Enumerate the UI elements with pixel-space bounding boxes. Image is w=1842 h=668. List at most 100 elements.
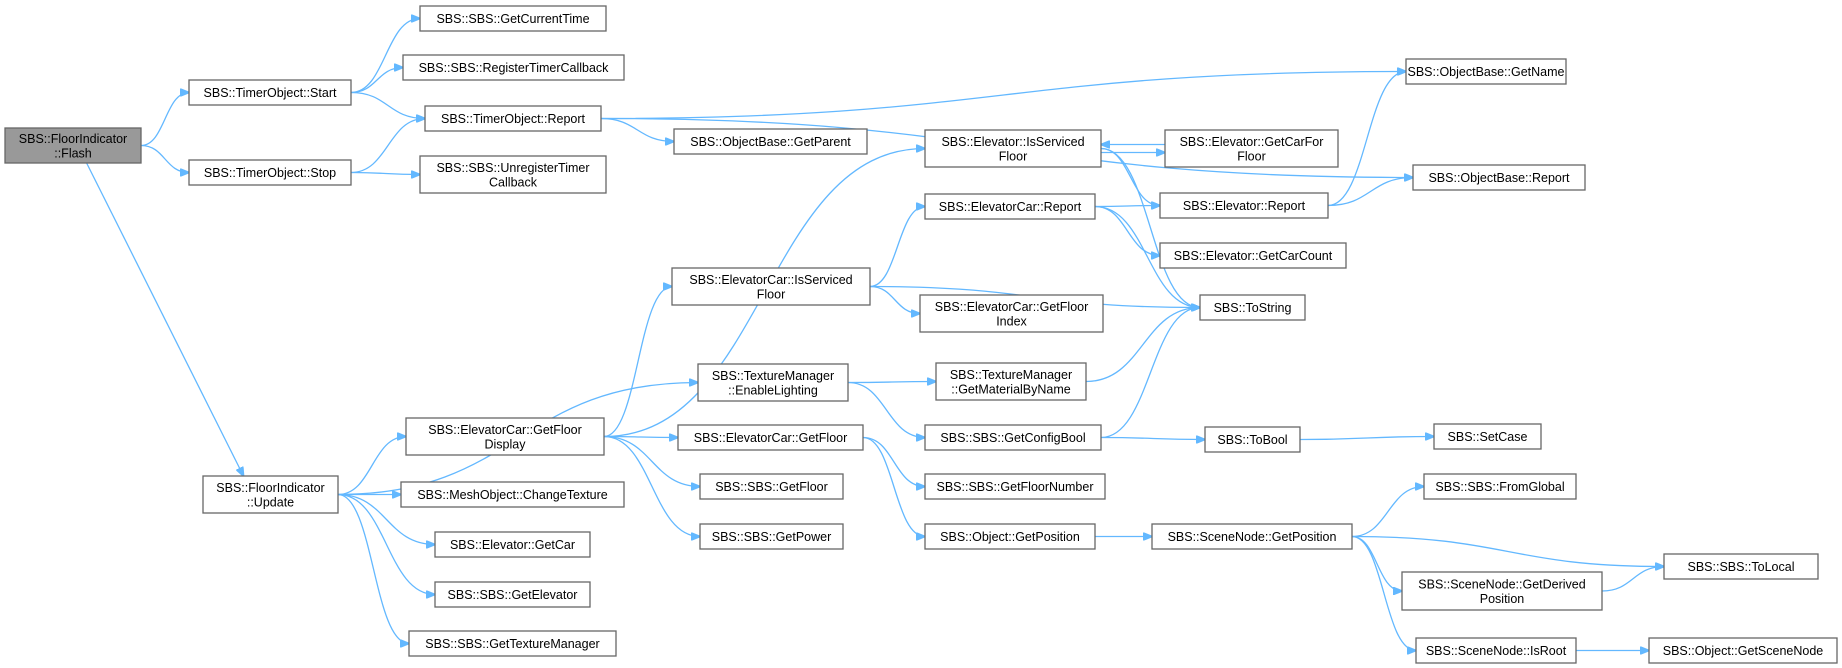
node-label: ::Flash bbox=[54, 146, 92, 160]
node-label: SBS::TimerObject::Start bbox=[204, 86, 337, 100]
node-label: SBS::ElevatorCar::GetFloor bbox=[694, 431, 848, 445]
node-ob-get-parent[interactable]: SBS::ObjectBase::GetParent bbox=[673, 128, 868, 155]
node-get-current-time[interactable]: SBS::SBS::GetCurrentTime bbox=[419, 5, 607, 32]
node-sbs-get-elevator[interactable]: SBS::SBS::GetElevator bbox=[434, 581, 591, 608]
edge-fi-update-to-sbs-get-elevator bbox=[337, 493, 435, 595]
edge-timer-start-to-timer-report bbox=[350, 91, 425, 119]
node-register-timer[interactable]: SBS::SBS::RegisterTimerCallback bbox=[402, 54, 625, 81]
node-box bbox=[408, 630, 617, 657]
node-timer-report[interactable]: SBS::TimerObject::Report bbox=[424, 105, 602, 132]
node-box bbox=[924, 424, 1102, 451]
node-label: SBS::FloorIndicator bbox=[19, 132, 127, 146]
node-box bbox=[434, 531, 591, 558]
node-label: SBS::SBS::GetFloor bbox=[715, 480, 828, 494]
node-label: SBS::ToString bbox=[1214, 301, 1292, 315]
node-box bbox=[202, 475, 339, 514]
node-box bbox=[1199, 294, 1306, 321]
node-box bbox=[924, 473, 1106, 500]
node-el-report[interactable]: SBS::Elevator::Report bbox=[1159, 192, 1329, 219]
node-label: SBS::Elevator::IsServiced bbox=[941, 135, 1084, 149]
edge-ec-is-serviced-to-ec-get-floor-index bbox=[869, 285, 920, 314]
node-label: ::Update bbox=[247, 495, 294, 509]
node-sn-get-position[interactable]: SBS::SceneNode::GetPosition bbox=[1151, 523, 1353, 550]
node-box bbox=[1204, 426, 1301, 453]
edge-ec-get-floor-to-obj-get-position bbox=[862, 436, 925, 537]
node-box bbox=[1648, 637, 1838, 664]
edge-timer-stop-to-timer-report bbox=[350, 119, 425, 174]
node-box bbox=[1164, 129, 1339, 168]
node-sbs-get-floor[interactable]: SBS::SBS::GetFloor bbox=[699, 473, 844, 500]
node-label: SBS::ObjectBase::Report bbox=[1428, 171, 1570, 185]
node-sbs-get-power[interactable]: SBS::SBS::GetPower bbox=[699, 523, 844, 550]
edge-to-bool-to-set-case bbox=[1299, 437, 1434, 440]
node-label: SBS::ObjectBase::GetParent bbox=[690, 135, 851, 149]
node-box bbox=[699, 523, 844, 550]
edge-tm-get-material-to-to-string bbox=[1085, 308, 1200, 383]
node-to-bool[interactable]: SBS::ToBool bbox=[1204, 426, 1301, 453]
node-label: SBS::ElevatorCar::Report bbox=[939, 200, 1082, 214]
node-sbs-get-config-bool[interactable]: SBS::SBS::GetConfigBool bbox=[924, 424, 1102, 451]
node-box bbox=[1663, 553, 1819, 580]
edge-sbs-get-config-bool-to-to-bool bbox=[1100, 438, 1205, 440]
node-label: SBS::TimerObject::Report bbox=[441, 112, 586, 126]
node-sn-is-root[interactable]: SBS::SceneNode::IsRoot bbox=[1415, 637, 1577, 664]
node-box bbox=[419, 155, 607, 194]
node-box bbox=[405, 417, 605, 456]
node-ec-get-floor[interactable]: SBS::ElevatorCar::GetFloor bbox=[677, 424, 864, 451]
node-box bbox=[1415, 637, 1577, 664]
node-label: SBS::TimerObject::Stop bbox=[204, 166, 336, 180]
node-sbs-get-floor-number[interactable]: SBS::SBS::GetFloorNumber bbox=[924, 473, 1106, 500]
node-box bbox=[4, 127, 142, 164]
edge-sn-get-position-to-sbs-from-global bbox=[1351, 487, 1424, 538]
node-box bbox=[424, 105, 602, 132]
node-box bbox=[677, 424, 864, 451]
node-label: SBS::SBS::GetElevator bbox=[448, 588, 578, 602]
node-sbs-get-texture-manager[interactable]: SBS::SBS::GetTextureManager bbox=[408, 630, 617, 657]
node-flash[interactable]: SBS::FloorIndicator::Flash bbox=[4, 127, 142, 164]
node-mesh-change-texture[interactable]: SBS::MeshObject::ChangeTexture bbox=[400, 481, 625, 508]
node-obj-get-position[interactable]: SBS::Object::GetPosition bbox=[924, 523, 1096, 550]
node-box bbox=[1433, 423, 1542, 450]
edge-layer bbox=[86, 19, 1664, 651]
node-sbs-to-local[interactable]: SBS::SBS::ToLocal bbox=[1663, 553, 1819, 580]
node-timer-stop[interactable]: SBS::TimerObject::Stop bbox=[188, 159, 352, 186]
node-sbs-from-global[interactable]: SBS::SBS::FromGlobal bbox=[1423, 473, 1577, 500]
node-label: SBS::ElevatorCar::IsServiced bbox=[689, 273, 852, 287]
node-ec-report[interactable]: SBS::ElevatorCar::Report bbox=[924, 193, 1096, 220]
node-fi-update[interactable]: SBS::FloorIndicator::Update bbox=[202, 475, 339, 514]
node-box bbox=[671, 267, 871, 306]
edge-el-is-serviced-to-to-string bbox=[1100, 147, 1200, 308]
edge-ec-get-floor-display-to-sbs-get-power bbox=[603, 435, 700, 537]
node-tm-get-material[interactable]: SBS::TextureManager::GetMaterialByName bbox=[935, 362, 1087, 401]
node-el-get-car[interactable]: SBS::Elevator::GetCar bbox=[434, 531, 591, 558]
node-obj-get-scene-node[interactable]: SBS::Object::GetSceneNode bbox=[1648, 637, 1838, 664]
node-to-string[interactable]: SBS::ToString bbox=[1199, 294, 1306, 321]
edge-sn-get-position-to-sn-is-root bbox=[1351, 535, 1416, 651]
node-tm-enable-lighting[interactable]: SBS::TextureManager::EnableLighting bbox=[697, 363, 849, 402]
node-label: SBS::SBS::UnregisterTimer bbox=[436, 161, 589, 175]
edge-fi-update-to-el-get-car bbox=[337, 493, 435, 545]
node-label: SBS::SBS::GetFloorNumber bbox=[936, 480, 1093, 494]
node-set-case[interactable]: SBS::SetCase bbox=[1433, 423, 1542, 450]
node-box bbox=[673, 128, 868, 155]
node-label: ::GetMaterialByName bbox=[951, 382, 1071, 396]
edge-flash-to-timer-start bbox=[140, 93, 189, 147]
node-ob-report[interactable]: SBS::ObjectBase::Report bbox=[1412, 164, 1586, 191]
node-el-get-car-count[interactable]: SBS::Elevator::GetCarCount bbox=[1159, 242, 1347, 269]
node-ob-get-name[interactable]: SBS::ObjectBase::GetName bbox=[1405, 58, 1567, 85]
edge-flash-to-timer-stop bbox=[140, 144, 189, 173]
edge-sn-get-derived-to-sbs-to-local bbox=[1601, 567, 1664, 592]
node-box bbox=[1159, 192, 1329, 219]
node-label: Display bbox=[485, 437, 527, 451]
edge-fi-update-to-ec-get-floor-display bbox=[337, 437, 406, 496]
node-timer-start[interactable]: SBS::TimerObject::Start bbox=[188, 79, 352, 106]
node-layer: SBS::FloorIndicator::FlashSBS::TimerObje… bbox=[4, 5, 1838, 664]
